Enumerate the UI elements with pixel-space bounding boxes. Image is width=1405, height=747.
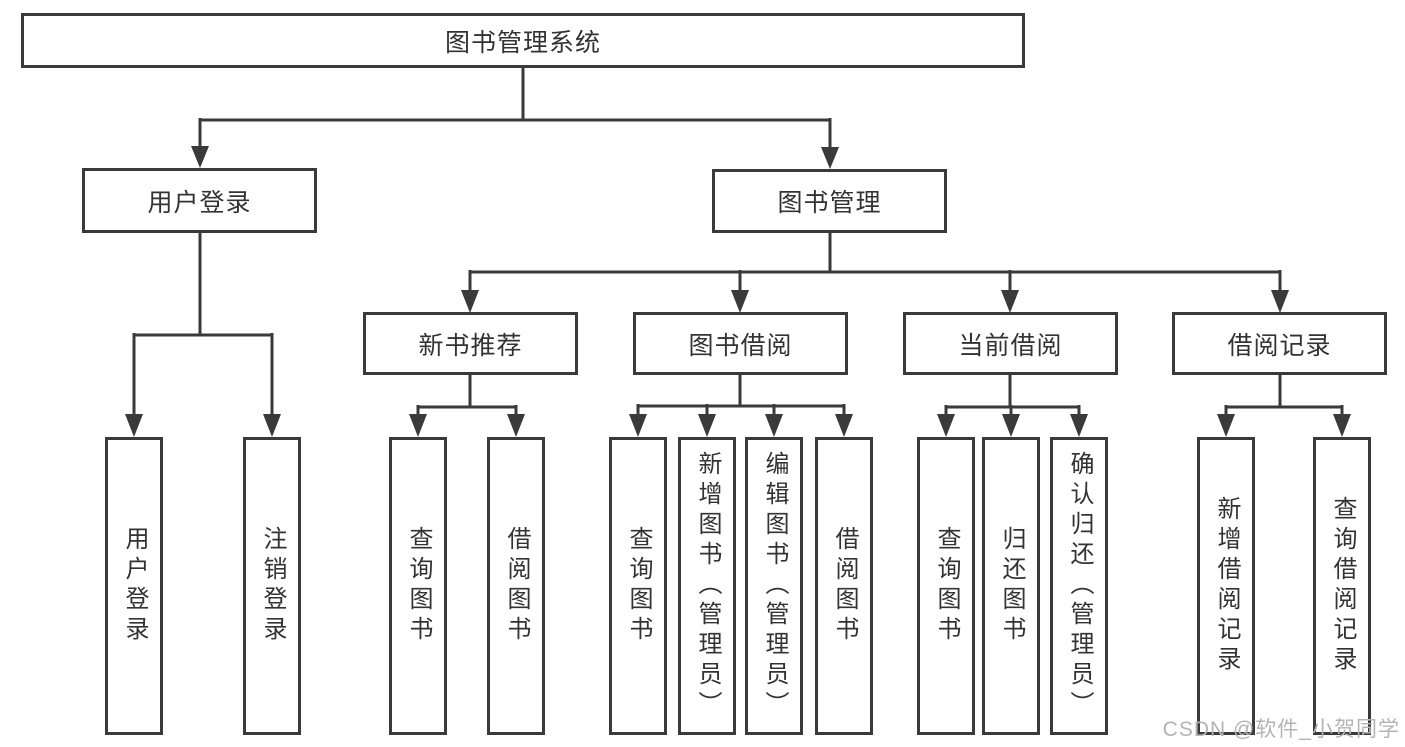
node-current-borrowing: 当前借阅	[903, 312, 1118, 375]
node-label: 借阅图书	[831, 526, 858, 646]
node-query-books-current: 查询图书	[917, 437, 975, 735]
node-borrowing-records: 借阅记录	[1172, 312, 1387, 375]
node-label: 新增图书（管理员）	[694, 451, 721, 721]
node-query-books-recommend: 查询图书	[389, 437, 447, 735]
node-label: 图书借阅	[688, 331, 793, 360]
node-query-borrow-record: 查询借阅记录	[1313, 437, 1371, 735]
node-new-book-recommend: 新书推荐	[363, 312, 578, 375]
node-label: 查询图书	[405, 526, 432, 646]
csdn-watermark: CSDN @软件_小贺同学	[1162, 718, 1400, 741]
node-label: 确认归还（管理员）	[1066, 451, 1093, 721]
node-library-management-system: 图书管理系统	[21, 13, 1025, 68]
node-label: 查询借阅记录	[1329, 496, 1356, 676]
node-label: 用户登录	[147, 188, 252, 217]
node-label: 查询图书	[625, 526, 652, 646]
node-logout-leaf: 注销登录	[243, 437, 301, 735]
node-label: 图书管理	[777, 189, 882, 217]
node-user-login: 用户登录	[82, 168, 317, 233]
node-return-books: 归还图书	[982, 437, 1040, 735]
node-query-books-borrowing: 查询图书	[609, 437, 667, 735]
node-book-management: 图书管理	[712, 169, 947, 233]
node-borrow-books-leaf: 借阅图书	[815, 437, 873, 735]
node-label: 注销登录	[259, 526, 286, 646]
node-add-books-admin: 新增图书（管理员）	[678, 437, 736, 735]
node-label: 新增借阅记录	[1213, 496, 1240, 676]
node-label: 当前借阅	[958, 331, 1063, 360]
node-book-borrowing: 图书借阅	[633, 312, 848, 375]
node-label: 查询图书	[933, 526, 960, 646]
node-label: 新书推荐	[418, 331, 523, 360]
node-label: 借阅图书	[503, 526, 530, 646]
node-label: 图书管理系统	[444, 28, 601, 57]
node-label: 归还图书	[998, 526, 1025, 646]
node-add-borrow-record: 新增借阅记录	[1197, 437, 1255, 735]
node-label: 用户登录	[121, 526, 148, 646]
node-label: 编辑图书（管理员）	[761, 451, 788, 721]
node-edit-books-admin: 编辑图书（管理员）	[745, 437, 803, 735]
node-label: 借阅记录	[1227, 331, 1332, 360]
node-borrow-books-recommend: 借阅图书	[487, 437, 545, 735]
node-user-login-leaf: 用户登录	[105, 437, 163, 735]
node-confirm-return-admin: 确认归还（管理员）	[1050, 437, 1108, 735]
